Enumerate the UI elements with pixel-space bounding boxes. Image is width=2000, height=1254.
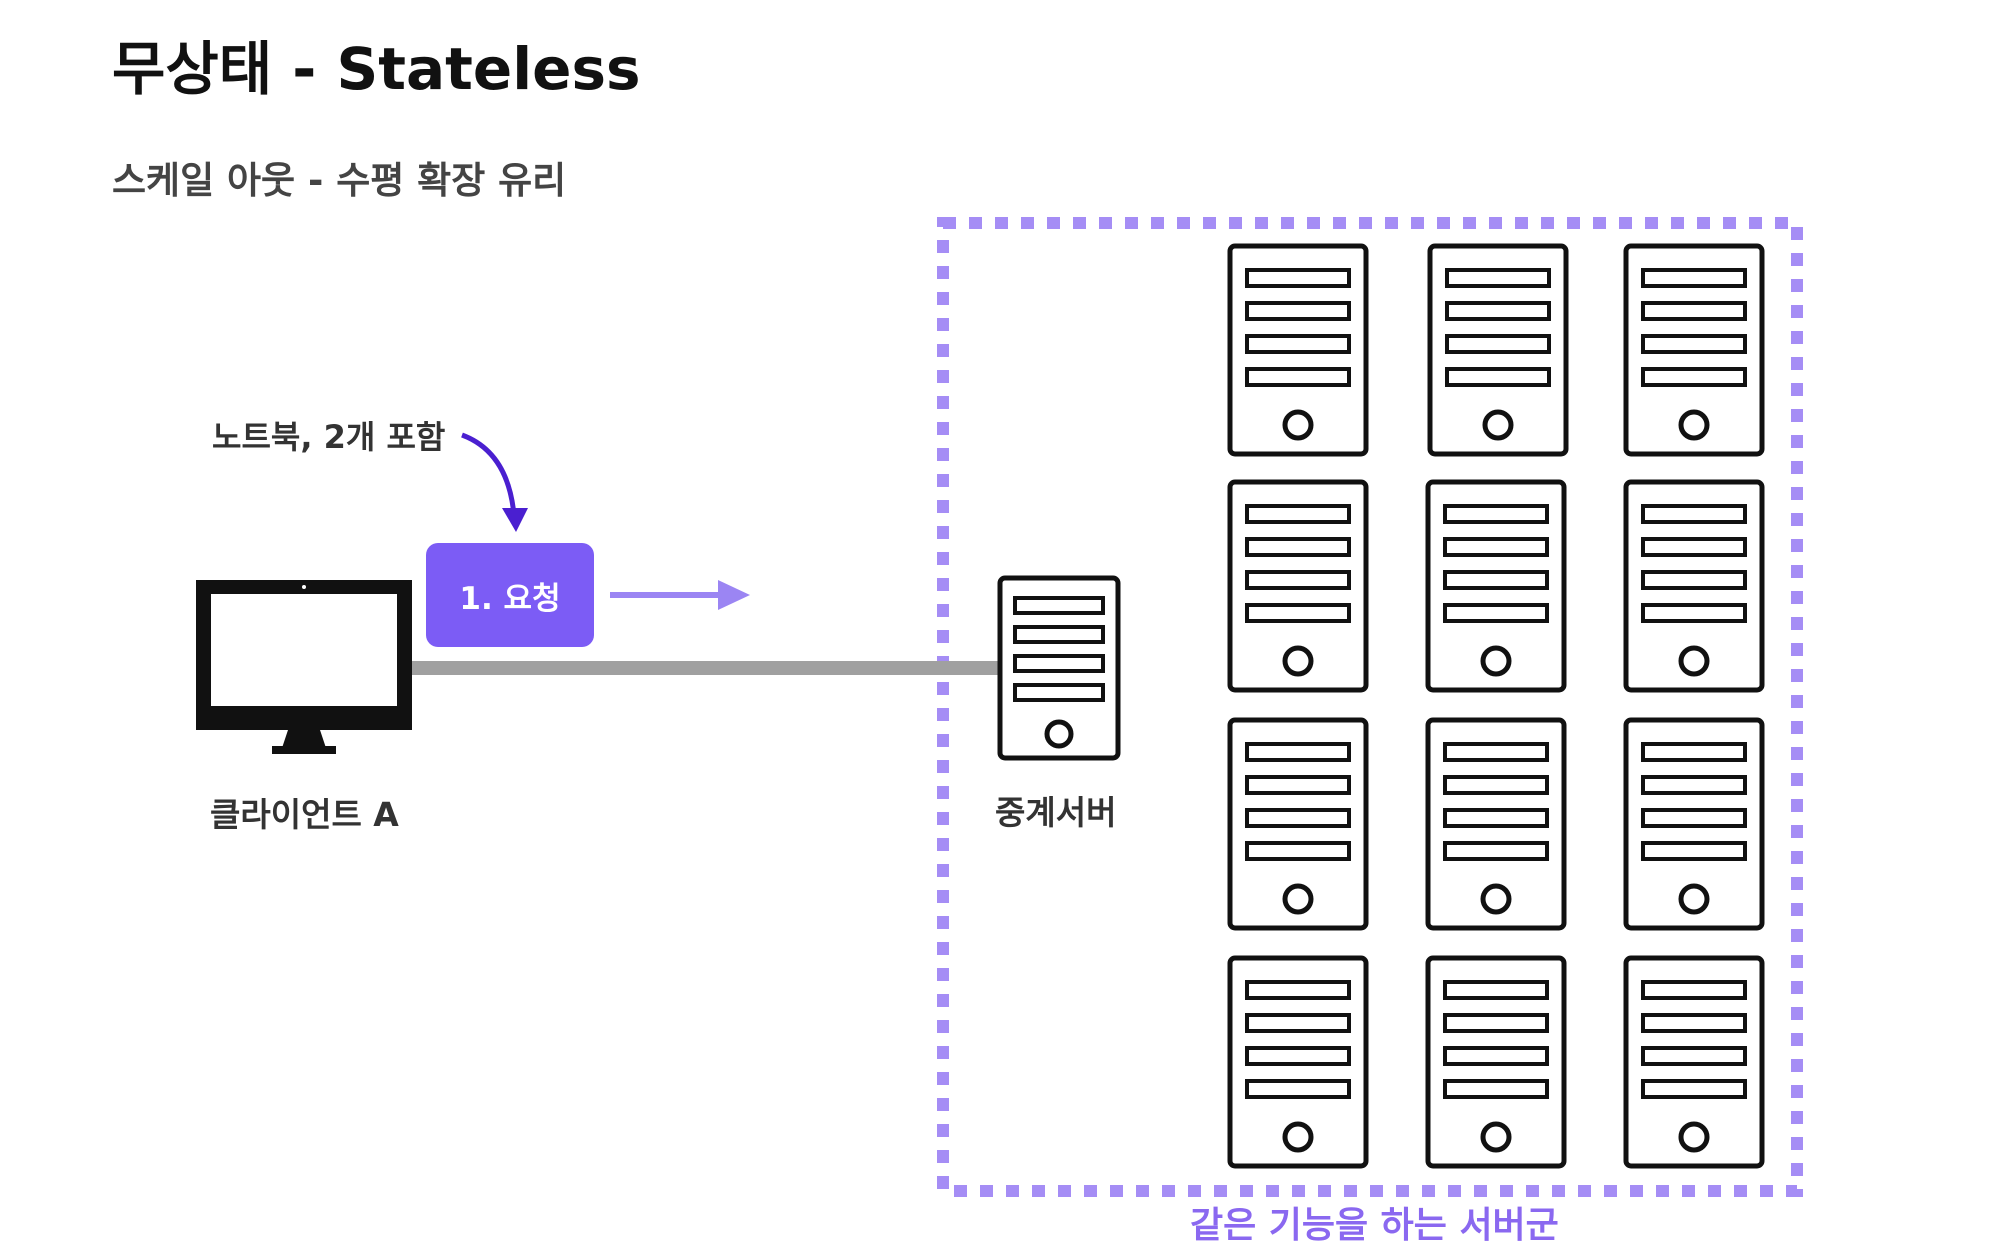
server-tower-icon bbox=[1227, 955, 1369, 1169]
request-arrow bbox=[610, 580, 750, 610]
server-cluster-boundary bbox=[937, 217, 1803, 1197]
server-tower-icon bbox=[1227, 479, 1369, 693]
server-tower-icon bbox=[1425, 479, 1567, 693]
server-tower-icon bbox=[1425, 717, 1567, 931]
note-label: 노트북, 2개 포함 bbox=[212, 418, 446, 456]
server-tower-icon bbox=[1427, 243, 1569, 457]
relay-server-icon bbox=[997, 575, 1121, 761]
server-tower-icon bbox=[1425, 955, 1567, 1169]
server-tower-icon bbox=[1623, 243, 1765, 457]
server-tower-icon bbox=[1623, 717, 1765, 931]
server-tower-icon bbox=[1623, 479, 1765, 693]
server-tower-icon bbox=[1623, 955, 1765, 1169]
server-tower-icon bbox=[1227, 717, 1369, 931]
note-curved-arrow bbox=[461, 432, 528, 532]
page-title: 무상태 - Stateless bbox=[112, 35, 641, 103]
client-label: 클라이언트 A bbox=[210, 795, 399, 834]
request-step-box: 1. 요청 bbox=[426, 543, 594, 647]
page-subtitle: 스케일 아웃 - 수평 확장 유리 bbox=[112, 159, 567, 202]
server-tower-icon bbox=[1227, 243, 1369, 457]
desktop-monitor-icon bbox=[196, 580, 412, 754]
server-cluster bbox=[1227, 243, 1765, 1169]
relay-server-label: 중계서버 bbox=[995, 793, 1117, 832]
server-cluster-label: 같은 기능을 하는 서버군 bbox=[1190, 1205, 1559, 1246]
